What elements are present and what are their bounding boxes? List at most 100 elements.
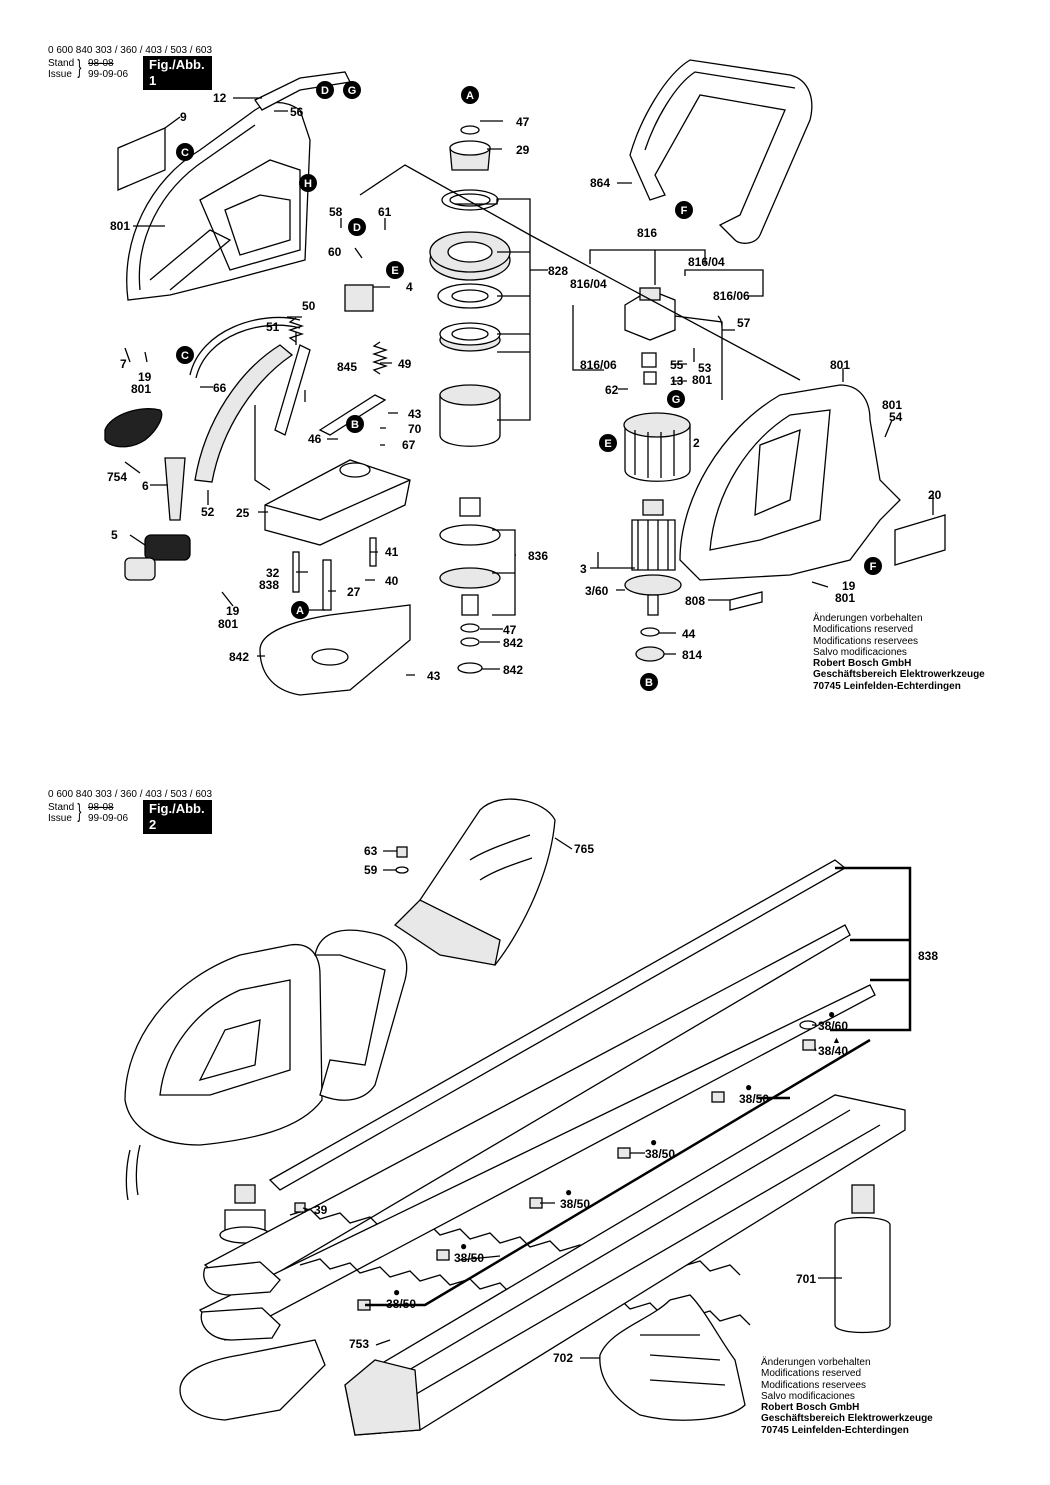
gearbox-bore: [339, 462, 371, 478]
spring-shape: [371, 341, 389, 375]
svg-text:●: ●: [745, 1080, 752, 1094]
svg-text:47: 47: [516, 115, 530, 129]
svg-text:29: 29: [516, 143, 530, 157]
brush-shape: [643, 371, 657, 385]
svg-text:39: 39: [314, 1203, 328, 1217]
svg-text:38/50: 38/50: [645, 1147, 675, 1161]
note-address: 70745 Leinfelden-Echterdingen: [813, 680, 961, 692]
svg-text:A: A: [296, 605, 304, 617]
bottom-plate-hole: [311, 648, 349, 666]
svg-text:61: 61: [378, 205, 392, 219]
svg-text:44: 44: [682, 627, 696, 641]
svg-text:864: 864: [590, 176, 610, 190]
fig1-header: 0 600 840 303 / 360 / 403 / 503 / 603 St…: [48, 45, 213, 90]
svg-text:50: 50: [302, 299, 316, 313]
foot-plate-shape: [729, 591, 763, 611]
svg-text:H: H: [304, 178, 312, 190]
fig2-notes: Änderungen vorbehalten Modifications res…: [761, 1357, 933, 1436]
svg-text:816/06: 816/06: [713, 289, 750, 303]
svg-text:2: 2: [693, 436, 700, 450]
note-address: 70745 Leinfelden-Echterdingen: [761, 1424, 909, 1436]
svg-text:753: 753: [349, 1337, 369, 1351]
svg-text:4: 4: [406, 280, 413, 294]
switch-shape: [344, 284, 374, 312]
note-line: Salvo modificaciones: [813, 646, 907, 658]
note-line: Modifications reserved: [761, 1368, 862, 1380]
svg-text:842: 842: [503, 663, 523, 677]
lever-shape: [274, 344, 311, 436]
brush-holder-shape: [641, 352, 657, 368]
handle-shape: [629, 59, 813, 244]
svg-text:54: 54: [889, 410, 903, 424]
svg-text:●: ●: [828, 1007, 835, 1021]
svg-text:●: ●: [460, 1239, 467, 1253]
note-company: Robert Bosch GmbH: [813, 658, 912, 670]
group-bracket-38-50-b: [459, 1152, 645, 1261]
svg-text:C: C: [181, 147, 189, 159]
svg-text:A: A: [466, 90, 474, 102]
svg-text:838: 838: [259, 578, 279, 592]
fig1-notes: Änderungen vorbehalten Modifications res…: [813, 613, 985, 692]
svg-text:12: 12: [213, 91, 227, 105]
svg-text:38/50: 38/50: [739, 1092, 769, 1106]
fig1-figure-label: Fig./Abb. 1: [143, 56, 213, 90]
svg-text:836: 836: [528, 549, 548, 563]
blade-guard-shape: [393, 798, 556, 966]
svg-text:55: 55: [670, 358, 684, 372]
fig2-header: 0 600 840 303 / 360 / 403 / 503 / 603 St…: [48, 789, 213, 834]
svg-text:816/04: 816/04: [570, 277, 607, 291]
svg-text:19: 19: [226, 604, 240, 618]
bottom-plate-shape: [259, 604, 411, 696]
right-housing-shape: [679, 384, 901, 581]
svg-text:●: ●: [565, 1185, 572, 1199]
svg-text:D: D: [321, 85, 329, 97]
svg-text:E: E: [391, 265, 398, 277]
washer-shape: [640, 627, 660, 637]
plug-shape: [124, 534, 191, 581]
svg-text:828: 828: [548, 264, 568, 278]
svg-text:27: 27: [347, 585, 361, 599]
oil-bottle-shape: [834, 1184, 891, 1334]
fig2-stand-date: 98-08: [88, 802, 114, 813]
svg-text:●: ●: [650, 1135, 657, 1149]
svg-text:49: 49: [398, 357, 412, 371]
fig2-issue-label: Issue: [48, 813, 72, 824]
svg-text:G: G: [672, 394, 681, 406]
svg-text:32: 32: [266, 566, 280, 580]
svg-text:58: 58: [329, 205, 343, 219]
note-division: Geschäftsbereich Elektrowerkzeuge: [761, 1413, 933, 1425]
fig2-stand-label: Stand: [48, 802, 75, 813]
armature-shape: [624, 499, 682, 616]
fig2-issue-date: 99-09-06: [88, 813, 129, 824]
left-housing-shape: [126, 71, 351, 301]
svg-text:801: 801: [110, 219, 130, 233]
svg-text:801: 801: [218, 617, 238, 631]
screw-shape: [396, 846, 408, 858]
svg-text:●: ●: [393, 1285, 400, 1299]
svg-text:801: 801: [835, 591, 855, 605]
spring-shape: [287, 317, 305, 343]
svg-text:9: 9: [180, 110, 187, 124]
note-division: Geschäftsbereich Elektrowerkzeuge: [813, 669, 985, 681]
svg-text:808: 808: [685, 594, 705, 608]
fig1-stand-label: Stand: [48, 58, 75, 69]
fig1-issue-label: Issue: [48, 69, 72, 80]
svg-text:F: F: [870, 561, 877, 573]
washer-shape: [395, 866, 409, 874]
svg-text:38/50: 38/50: [386, 1297, 416, 1311]
svg-text:801: 801: [882, 398, 902, 412]
svg-text:G: G: [348, 85, 357, 97]
pin-shape: [322, 559, 332, 611]
part-labels-fig1: 12 56 9 801 58 61 60 4 50 51 845 49 43 7…: [107, 91, 942, 683]
svg-text:51: 51: [266, 320, 280, 334]
part-labels-fig2: 63 59 765 838 38/60 38/40 38/50 38/50 38…: [314, 842, 938, 1365]
note-line: Modifications reserved: [813, 624, 914, 636]
label-plate-shape: [117, 127, 166, 191]
svg-text:5: 5: [111, 528, 118, 542]
gloves-detail: [640, 1334, 726, 1386]
svg-text:F: F: [681, 205, 688, 217]
svg-text:814: 814: [682, 648, 702, 662]
screws-shape: [294, 1020, 817, 1311]
svg-text:6: 6: [142, 479, 149, 493]
